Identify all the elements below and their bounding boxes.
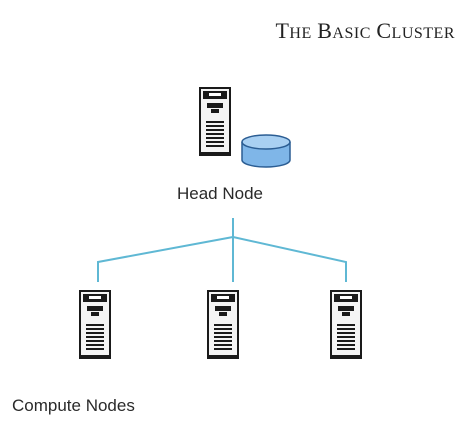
link-compute-3 (232, 236, 347, 282)
title-letter-2: B (317, 18, 333, 43)
title-text-2: ASIC (332, 25, 371, 42)
diagram-title: THE BASIC CLUSTER (275, 18, 455, 44)
head-node-label: Head Node (177, 184, 264, 203)
compute-node-server-icon (78, 290, 112, 360)
head-node-server-icon (198, 87, 232, 157)
title-letter-3: C (376, 18, 392, 43)
network-links (97, 218, 347, 282)
compute-node-server-icon (329, 290, 363, 360)
title-text-1: HE (289, 25, 312, 42)
compute-node-server-icon (206, 290, 240, 360)
compute-nodes-label: Compute Nodes (12, 396, 135, 415)
title-text-3: LUSTER (391, 25, 455, 42)
link-compute-1 (97, 236, 234, 282)
title-letter-1: T (275, 18, 290, 43)
database-icon (241, 134, 291, 168)
